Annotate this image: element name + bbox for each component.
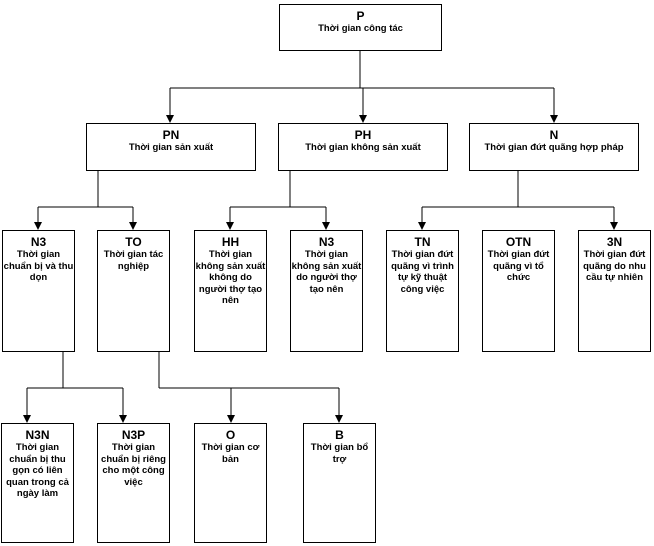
node-n-label: Thời gian đứt quãng hợp pháp [484, 142, 624, 153]
arrowhead-n-1 [610, 222, 618, 230]
node-hh: HH Thời gian không sản xuất không do ngư… [194, 230, 267, 352]
node-n3n-code: N3N [25, 428, 50, 442]
node-p: P Thời gian công tác [279, 4, 442, 51]
node-hh-label: Thời gian không sản xuất không do người … [195, 249, 266, 306]
node-o-code: O [225, 428, 236, 442]
node-to-label: Thời gian tác nghiệp [103, 249, 164, 272]
node-ph: PH Thời gian không sản xuất [278, 123, 448, 171]
node-pn-code: PN [162, 128, 180, 142]
node-otn-code: OTN [505, 235, 532, 249]
node-3n-code: 3N [606, 235, 623, 249]
arrowhead-n3-1 [119, 415, 127, 423]
node-n3p: N3P Thời gian chuẩn bị riêng cho một côn… [97, 423, 170, 543]
node-o-label: Thời gian cơ bản [201, 442, 260, 465]
node-tn: TN Thời gian đứt quãng vì trình tự kỹ th… [386, 230, 459, 352]
arrowhead-n3-0 [23, 415, 31, 423]
node-ph-label: Thời gian không sản xuất [305, 142, 421, 153]
arrowhead-ph-0 [226, 222, 234, 230]
node-pn: PN Thời gian sản xuất [86, 123, 256, 171]
node-ph-code: PH [354, 128, 372, 142]
arrowhead-pn-0 [34, 222, 42, 230]
arrowhead-to-1 [335, 415, 343, 423]
node-n3p-code: N3P [121, 428, 146, 442]
node-hh-code: HH [221, 235, 240, 249]
node-otn-label: Thời gian đứt quãng vì tổ chức [487, 249, 550, 283]
node-b: B Thời gian bổ trợ [303, 423, 376, 543]
node-n3-worker-code: N3 [318, 235, 335, 249]
node-b-code: B [335, 428, 344, 442]
node-to-code: TO [125, 235, 142, 249]
node-n3-worker: N3 Thời gian không sản xuất do người thợ… [290, 230, 363, 352]
node-tn-code: TN [414, 235, 431, 249]
node-n3n: N3N Thời gian chuẩn bị thu gọn có liên q… [1, 423, 74, 543]
node-o: O Thời gian cơ bản [194, 423, 267, 543]
node-tn-label: Thời gian đứt quãng vì trình tự kỹ thuật… [391, 249, 454, 295]
arrowhead-to-0 [227, 415, 235, 423]
arrowhead-p-2 [550, 115, 558, 123]
node-p-label: Thời gian công tác [318, 23, 403, 34]
arrowhead-n-0 [418, 222, 426, 230]
node-n-code: N [549, 128, 559, 142]
node-n3n-label: Thời gian chuẩn bị thu gọn có liên quan … [6, 442, 69, 499]
node-to: TO Thời gian tác nghiệp [97, 230, 170, 352]
node-n3p-label: Thời gian chuẩn bị riêng cho một công vi… [101, 442, 166, 488]
arrowhead-p-0 [166, 115, 174, 123]
arrowhead-p-1 [359, 115, 367, 123]
node-b-label: Thời gian bổ trợ [310, 442, 369, 465]
node-3n: 3N Thời gian đứt quãng do nhu cầu tự nhi… [578, 230, 651, 352]
arrowhead-ph-1 [322, 222, 330, 230]
arrowhead-pn-1 [129, 222, 137, 230]
node-n3-worker-label: Thời gian không sản xuất do người thợ tạ… [291, 249, 362, 295]
node-n3-prep-label: Thời gian chuẩn bị và thu dọn [3, 249, 74, 283]
node-pn-label: Thời gian sản xuất [128, 142, 214, 153]
node-n3-prep: N3 Thời gian chuẩn bị và thu dọn [2, 230, 75, 352]
node-otn: OTN Thời gian đứt quãng vì tổ chức [482, 230, 555, 352]
node-p-code: P [356, 9, 365, 23]
node-3n-label: Thời gian đứt quãng do nhu cầu tự nhiên [583, 249, 646, 283]
node-n3-prep-code: N3 [30, 235, 47, 249]
node-n: N Thời gian đứt quãng hợp pháp [469, 123, 639, 171]
